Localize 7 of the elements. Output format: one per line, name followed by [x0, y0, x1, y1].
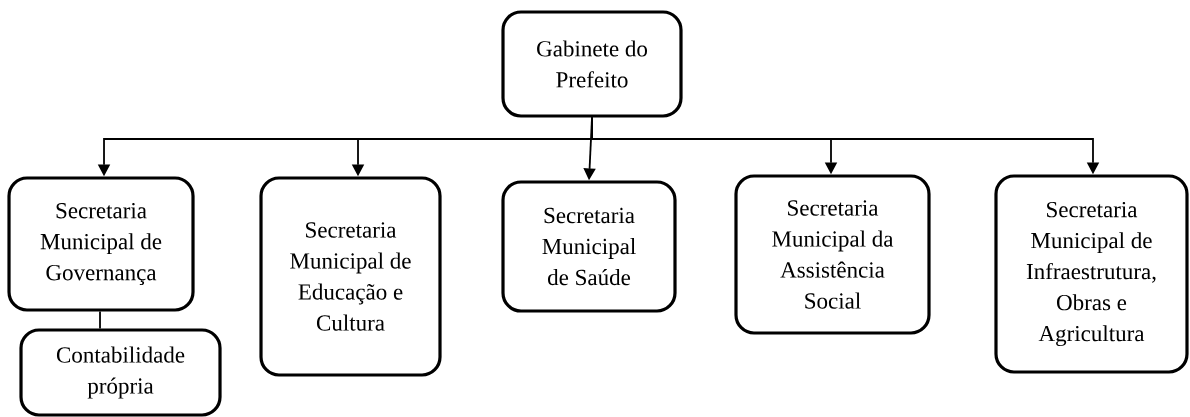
org-box: Contabilidade própria [19, 328, 222, 417]
org-box: Secretaria Municipal da Assistência Social [734, 174, 931, 335]
org-box: Gabinete do Prefeito [501, 10, 683, 118]
org-box: Secretaria Municipal de Educação e Cultura [259, 176, 442, 377]
org-box: Secretaria Municipal de Saúde [501, 180, 677, 313]
org-box: Secretaria Municipal de Infraestrutura, Obras e Agricultura [994, 174, 1189, 374]
org-box: Secretaria Municipal de Governança [7, 176, 195, 312]
